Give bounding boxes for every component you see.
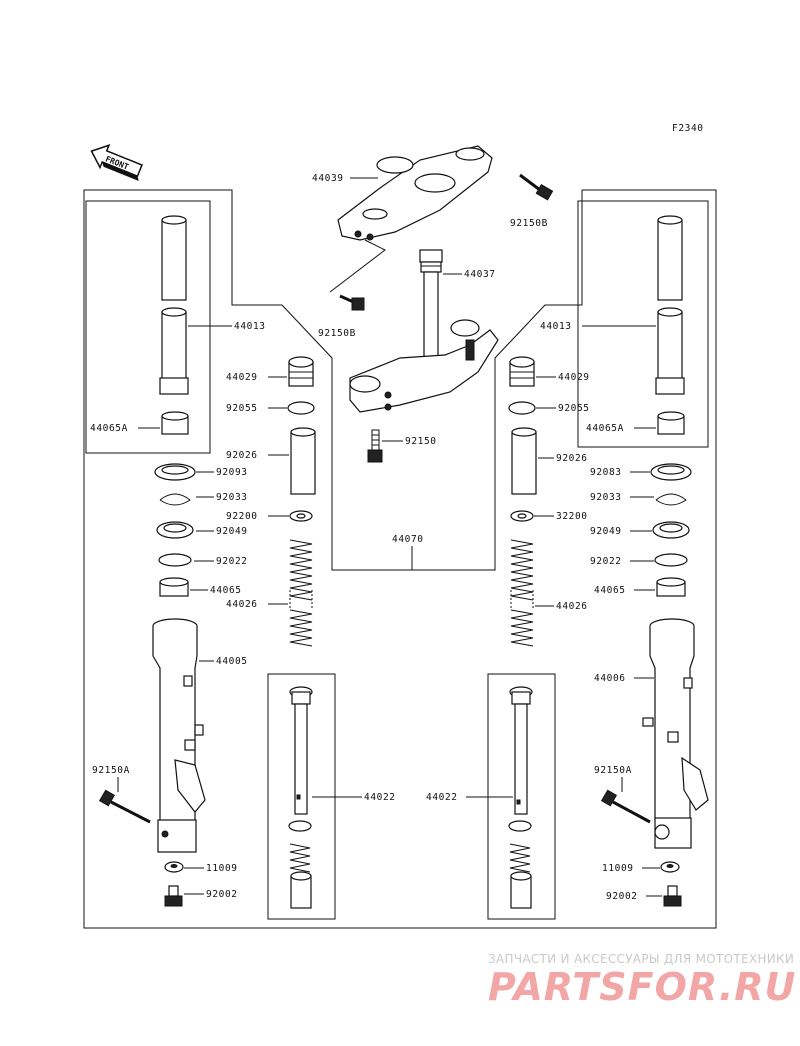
label-92083: 92083	[590, 467, 622, 478]
steering-stem-part	[349, 249, 499, 413]
spacer-92026-right	[511, 427, 537, 495]
washer-92200-right	[510, 510, 534, 522]
washer-92200-left	[289, 510, 313, 522]
outer-tube-44005	[152, 618, 206, 853]
bolt-92150	[367, 429, 383, 463]
label-44065A-right: 44065A	[586, 423, 624, 434]
label-44070: 44070	[392, 534, 424, 545]
label-92150A-left: 92150A	[92, 765, 130, 776]
bolt-92002-left	[164, 885, 183, 907]
label-92022-right: 92022	[590, 556, 622, 567]
label-44029-left: 44029	[226, 372, 258, 383]
label-92150A-right: 92150A	[594, 765, 632, 776]
inner-tube-left	[159, 215, 189, 395]
oil-seal-92049-right	[652, 521, 690, 539]
upper-bracket-part	[337, 145, 493, 241]
label-44065-left: 44065	[210, 585, 242, 596]
watermark-logo: PARTSFOR.RU	[488, 965, 796, 1009]
label-44005: 44005	[216, 656, 248, 667]
bushing-44065-left	[159, 577, 189, 597]
label-11009-right: 11009	[602, 863, 634, 874]
inner-tube-box-left	[85, 200, 211, 454]
oring-92055-right	[508, 401, 536, 415]
dust-seal-92083	[650, 463, 692, 481]
oring-92055-left	[287, 401, 315, 415]
bolt-92002-right	[663, 885, 682, 907]
damper-44022-left	[288, 686, 313, 909]
label-92002-right: 92002	[606, 891, 638, 902]
label-92055-right: 92055	[558, 403, 590, 414]
inner-tube-right	[655, 215, 685, 395]
label-44039: 44039	[312, 173, 344, 184]
spacer-92026-left	[290, 427, 316, 495]
cap-bolt-44029-right	[509, 356, 535, 387]
label-92026-left: 92026	[226, 450, 258, 461]
cap-bolt-44029-left	[288, 356, 314, 387]
label-44065-right: 44065	[594, 585, 626, 596]
label-11009-left: 11009	[206, 863, 238, 874]
label-92055-left: 92055	[226, 403, 258, 414]
figure-code: F2340	[672, 123, 704, 134]
washer-92022-left	[158, 553, 192, 567]
label-92026-right: 92026	[556, 453, 588, 464]
label-92150: 92150	[405, 436, 437, 447]
label-92033-left: 92033	[216, 492, 248, 503]
dust-seal-92093	[154, 463, 196, 481]
washer-92022-right	[654, 553, 688, 567]
label-44029-right: 44029	[558, 372, 590, 383]
label-44006: 44006	[594, 673, 626, 684]
outer-tube-44006	[642, 618, 709, 849]
label-44013-right: 44013	[540, 321, 572, 332]
label-92049-right: 92049	[590, 526, 622, 537]
label-92093: 92093	[216, 467, 248, 478]
label-92022-left: 92022	[216, 556, 248, 567]
bolt-92150A-left	[98, 789, 151, 824]
label-92150B-left: 92150B	[318, 328, 356, 339]
front-arrow-icon: FRONT	[90, 144, 143, 182]
washer-11009-left	[164, 861, 184, 873]
circlip-92033-left	[159, 493, 191, 506]
bushing-44065-right	[656, 577, 686, 597]
bushing-44065A-left	[161, 411, 189, 435]
inner-tube-box-right	[577, 200, 709, 448]
bolt-92150A-right	[600, 789, 651, 824]
label-44026-left: 44026	[226, 599, 258, 610]
bolt-92150B-right	[519, 173, 554, 201]
label-44026-right: 44026	[556, 601, 588, 612]
circlip-92033-right	[655, 493, 687, 506]
washer-11009-right	[660, 861, 680, 873]
label-44065A-left: 44065A	[90, 423, 128, 434]
label-44022-left: 44022	[364, 792, 396, 803]
spring-44026-right	[510, 539, 534, 647]
label-44037: 44037	[464, 269, 496, 280]
damper-44022-right	[508, 686, 533, 909]
label-92033-right: 92033	[590, 492, 622, 503]
label-92200-right: 32200	[556, 511, 588, 522]
watermark-tagline: ЗАПЧАСТИ И АКСЕССУАРЫ ДЛЯ МОТОТЕХНИКИ	[488, 952, 794, 966]
label-92002-left: 92002	[206, 889, 238, 900]
label-92049-left: 92049	[216, 526, 248, 537]
bushing-44065A-right	[657, 411, 685, 435]
assembly-outline	[83, 189, 717, 929]
bolt-92150B-left	[339, 294, 365, 311]
label-92150B-right: 92150B	[510, 218, 548, 229]
label-44022-right: 44022	[426, 792, 458, 803]
oil-seal-92049-left	[156, 521, 194, 539]
label-92200-left: 92200	[226, 511, 258, 522]
label-44013-left: 44013	[234, 321, 266, 332]
spring-44026-left	[289, 539, 313, 647]
